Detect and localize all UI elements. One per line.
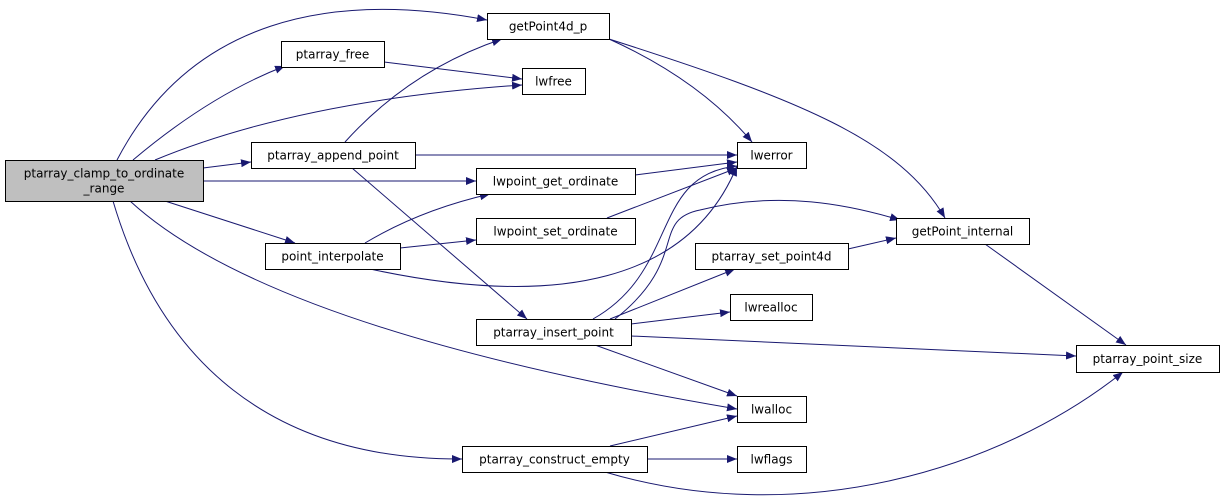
node-label: ptarray_construct_empty <box>479 453 630 467</box>
node-label: point_interpolate <box>281 250 383 264</box>
node-lwpoint_set_ordinate[interactable]: lwpoint_set_ordinate <box>476 218 636 245</box>
edge-ptarray_insert_point-to-getPoint_internal <box>614 199 901 320</box>
edge-point_interpolate-to-lwpoint_get_ordinate <box>364 192 491 244</box>
node-lwflags[interactable]: lwflags <box>737 446 807 473</box>
node-lwerror[interactable]: lwerror <box>737 142 807 169</box>
node-box <box>737 142 807 169</box>
node-ptarray_set_point4d[interactable]: ptarray_set_point4d <box>695 243 849 270</box>
node-lwalloc[interactable]: lwalloc <box>737 396 807 423</box>
node-box <box>896 218 1030 245</box>
edge-ptarray_append_point-to-getPoint4d_p <box>344 38 503 143</box>
node-label: getPoint4d_p <box>509 20 587 34</box>
node-box <box>5 160 204 202</box>
node-box <box>476 168 636 195</box>
node-clamp[interactable]: ptarray_clamp_to_ordinate_range <box>5 160 204 202</box>
node-box <box>462 446 648 473</box>
node-box <box>476 218 636 245</box>
node-box <box>1076 345 1220 373</box>
node-lwrealloc[interactable]: lwrealloc <box>730 294 813 321</box>
edge-ptarray_insert_point-to-ptarray_set_point4d <box>609 268 736 320</box>
node-box <box>522 68 586 95</box>
node-ptarray_free[interactable]: ptarray_free <box>281 41 385 68</box>
edge-ptarray_insert_point-to-lwrealloc <box>630 309 731 325</box>
node-label: lwfree <box>535 75 572 89</box>
edge-getPoint4d_p-to-getPoint_internal <box>608 38 946 219</box>
edge-ptarray_free-to-lwfree <box>383 61 523 82</box>
edge-ptarray_construct_empty-to-lwalloc <box>609 414 738 447</box>
edge-ptarray_construct_empty-to-ptarray_point_size <box>604 371 1124 496</box>
node-box <box>737 396 807 423</box>
node-box <box>737 446 807 473</box>
edge-clamp-to-ptarray_append_point <box>202 159 252 169</box>
edge-ptarray_insert_point-to-lwerror <box>592 163 738 320</box>
node-label: ptarray_set_point4d <box>712 250 832 264</box>
node-label: _range <box>83 182 125 196</box>
edge-clamp-to-getPoint4d_p <box>116 8 488 161</box>
node-box <box>251 142 416 169</box>
node-label: lwalloc <box>751 403 792 417</box>
node-box <box>265 243 401 270</box>
edge-clamp-to-ptarray_free <box>132 65 286 161</box>
edge-point_interpolate-to-lwpoint_set_ordinate <box>399 237 477 249</box>
edge-ptarray_insert_point-to-ptarray_point_size <box>630 335 1077 360</box>
node-ptarray_insert_point[interactable]: ptarray_insert_point <box>476 319 632 346</box>
node-label: ptarray_clamp_to_ordinate <box>24 167 185 181</box>
node-box <box>695 243 849 270</box>
node-getPoint_internal[interactable]: getPoint_internal <box>896 218 1030 245</box>
node-label: lwpoint_set_ordinate <box>493 225 617 239</box>
node-ptarray_construct_empty[interactable]: ptarray_construct_empty <box>462 446 648 473</box>
edge-lwpoint_get_ordinate-to-lwerror <box>634 159 738 176</box>
node-point_interpolate[interactable]: point_interpolate <box>265 243 401 270</box>
node-lwfree[interactable]: lwfree <box>522 68 586 95</box>
edge-point_interpolate-to-lwerror <box>369 165 738 287</box>
edge-getPoint4d_p-to-lwerror <box>608 38 753 143</box>
node-label: ptarray_insert_point <box>493 326 614 340</box>
node-box <box>730 294 813 321</box>
edge-ptarray_set_point4d-to-getPoint_internal <box>847 236 897 250</box>
node-box <box>281 41 385 68</box>
node-label: lwerror <box>750 149 792 163</box>
node-label: ptarray_free <box>296 48 369 62</box>
node-label: lwrealloc <box>744 301 797 315</box>
edge-lwpoint_set_ordinate-to-lwerror <box>606 167 738 219</box>
edge-clamp-to-ptarray_construct_empty <box>112 200 463 464</box>
edge-clamp-to-lwfree <box>154 81 523 161</box>
edge-ptarray_insert_point-to-lwalloc <box>594 344 738 397</box>
node-lwpoint_get_ordinate[interactable]: lwpoint_get_ordinate <box>476 168 636 195</box>
node-ptarray_append_point[interactable]: ptarray_append_point <box>251 142 416 169</box>
node-label: lwflags <box>751 453 793 467</box>
node-box <box>487 13 610 40</box>
nodes-layer: ptarray_clamp_to_ordinate_range ptarray_f… <box>5 13 1220 473</box>
node-ptarray_point_size[interactable]: ptarray_point_size <box>1076 345 1220 373</box>
node-getPoint4d_p[interactable]: getPoint4d_p <box>487 13 610 40</box>
node-box <box>476 319 632 346</box>
edge-clamp-to-lwalloc <box>129 200 738 412</box>
node-label: getPoint_internal <box>912 225 1014 239</box>
node-label: lwpoint_get_ordinate <box>493 175 619 189</box>
edges-layer <box>112 8 1127 496</box>
node-label: ptarray_point_size <box>1093 352 1203 366</box>
edge-getPoint_internal-to-ptarray_point_size <box>984 243 1127 346</box>
edge-clamp-to-point_interpolate <box>164 200 296 244</box>
node-label: ptarray_append_point <box>267 149 399 163</box>
